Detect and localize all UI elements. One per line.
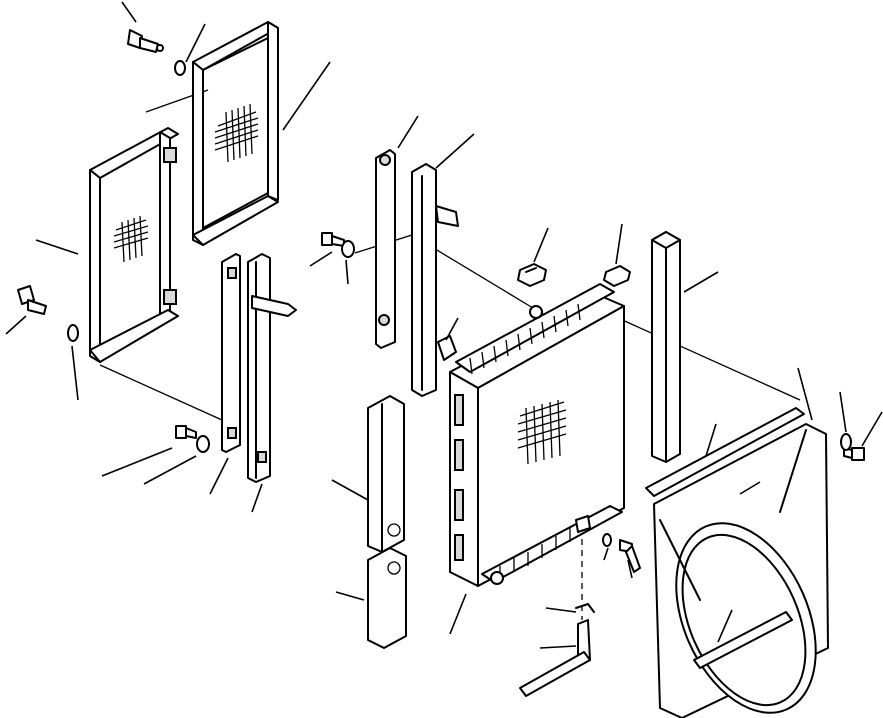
leader-radiator-core xyxy=(449,593,467,635)
leader-lower-mount-block xyxy=(331,479,369,501)
drain-tube xyxy=(519,651,591,697)
radiator-top-tank xyxy=(455,283,615,375)
upper-screen xyxy=(192,21,279,246)
left-screen xyxy=(89,127,179,363)
leader-drain-tube xyxy=(539,645,577,649)
leader-wing-bolt-left xyxy=(5,315,27,335)
leader-drain-cock-valve xyxy=(627,559,633,579)
left-bracket-channel xyxy=(247,253,297,483)
leader-wing-bolt-top xyxy=(121,1,137,23)
leader-radiator-cap xyxy=(533,227,549,263)
leader-washer-left xyxy=(71,345,79,401)
washer-center xyxy=(341,240,355,258)
bolt-lower-left xyxy=(175,425,197,439)
leader-upper-center-channel xyxy=(435,133,475,169)
washer-left xyxy=(67,324,79,342)
shroud-washer xyxy=(840,433,852,451)
cap-seal xyxy=(603,265,631,287)
radiator-side-tubes xyxy=(454,394,464,561)
leader-shroud-edge xyxy=(797,367,813,421)
drain-cock xyxy=(575,515,641,573)
leader-drain-cock xyxy=(603,547,609,561)
washer-lower-left xyxy=(196,435,210,453)
upper-screen-mesh xyxy=(214,103,259,163)
radiator-core-mesh xyxy=(517,399,567,465)
left-screen-mesh xyxy=(113,215,149,263)
right-side-post xyxy=(651,231,681,463)
leader-shroud-washer xyxy=(839,391,847,433)
leader-foam-strip xyxy=(705,423,717,457)
leader-washer-center xyxy=(345,259,349,285)
leader-washer-top xyxy=(185,23,206,63)
bolt-center xyxy=(321,232,345,247)
wing-bolt-top xyxy=(127,29,164,53)
washer-top xyxy=(174,60,186,76)
clamp xyxy=(575,603,595,613)
rubber-block xyxy=(437,335,457,361)
shroud xyxy=(653,423,829,718)
leader-clamp xyxy=(545,607,577,613)
leader-mount-pad xyxy=(335,591,365,601)
leader-upper-center-plate xyxy=(397,115,419,149)
leader-shroud-top xyxy=(739,481,761,495)
leader-bolt-lower-left xyxy=(101,447,173,477)
foam-strip xyxy=(645,407,805,497)
leader-left-screen xyxy=(35,239,79,255)
lower-mount-block xyxy=(367,395,405,553)
radiator-core xyxy=(449,283,625,587)
leader-cap-seal xyxy=(615,223,623,265)
leader-shroud-bolt xyxy=(861,411,883,447)
radiator-cap xyxy=(517,263,547,287)
leader-bolt-center xyxy=(309,251,333,267)
upper-center-channel xyxy=(411,163,459,397)
leader-upper-screen xyxy=(282,61,331,131)
leader-left-bracket-plate xyxy=(209,457,229,495)
left-bracket-plate xyxy=(221,253,241,453)
leader-washer-lower-left xyxy=(143,455,197,485)
wing-bolt-left xyxy=(17,285,47,315)
leader-left-bracket-channel xyxy=(251,483,263,513)
leader-lines xyxy=(5,1,883,649)
leader-right-side-post xyxy=(683,271,719,293)
mount-pad xyxy=(367,547,407,649)
leader-shroud-ring xyxy=(717,609,733,643)
upper-center-plate xyxy=(375,149,396,349)
leader-rubber-block xyxy=(445,317,459,341)
